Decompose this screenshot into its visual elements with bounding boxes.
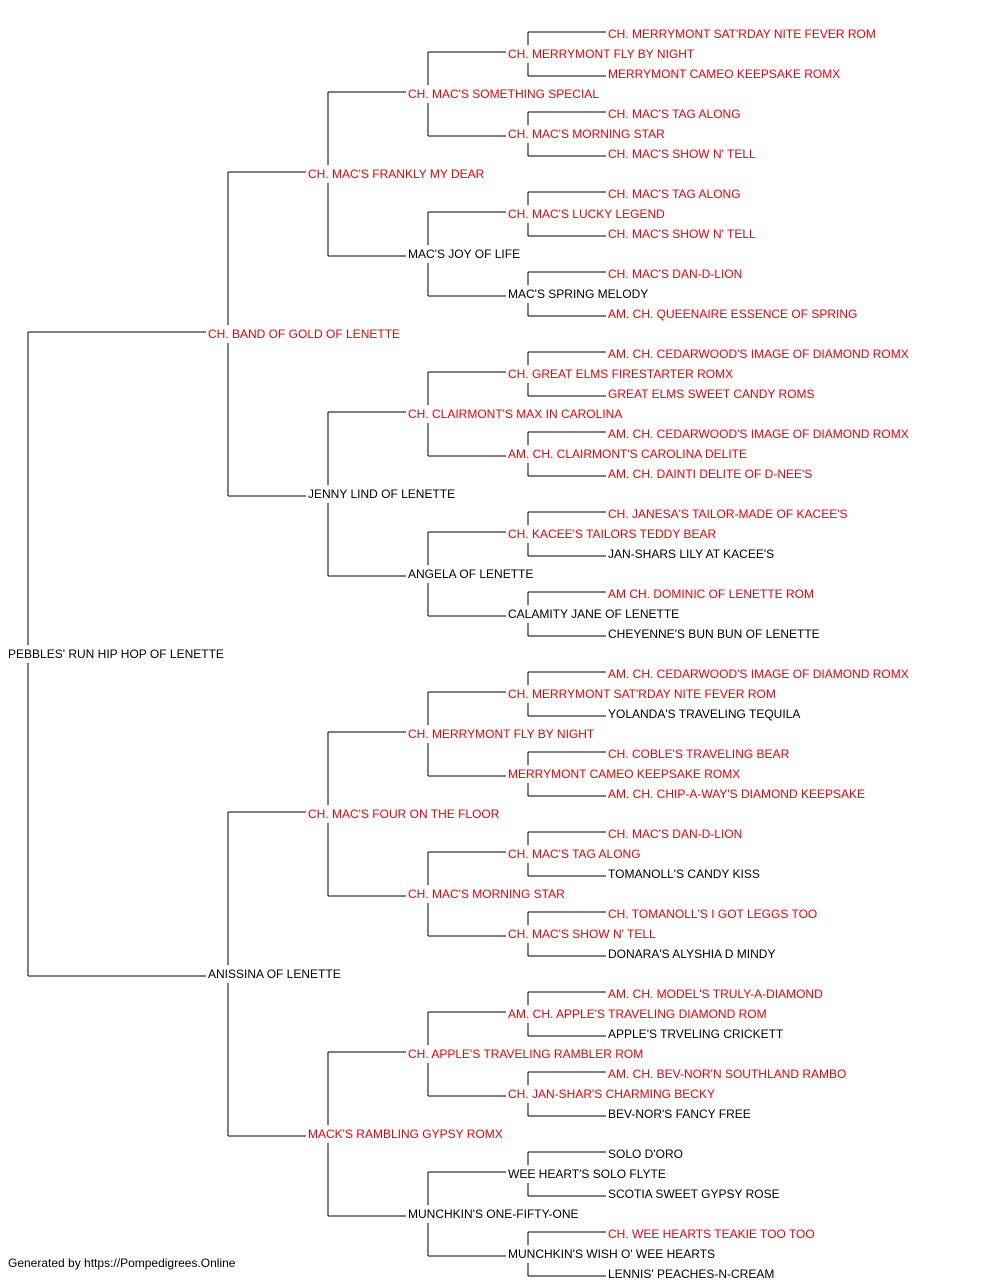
pedigree-entry[interactable]: CH. MAC'S FRANKLY MY DEAR [308,167,485,181]
pedigree-entry[interactable]: AM. CH. CLAIRMONT'S CAROLINA DELITE [508,447,747,461]
pedigree-entry[interactable]: CH. MERRYMONT FLY BY NIGHT [508,47,695,61]
pedigree-entry[interactable]: SOLO D'ORO [608,1147,683,1161]
pedigree-entry[interactable]: JENNY LIND OF LENETTE [308,487,455,501]
pedigree-entry[interactable]: APPLE'S TRVELING CRICKETT [608,1027,784,1041]
pedigree-entry[interactable]: CH. BAND OF GOLD OF LENETTE [208,327,400,341]
pedigree-entry[interactable]: CH. WEE HEARTS TEAKIE TOO TOO [608,1227,815,1241]
pedigree-entry[interactable]: AM. CH. QUEENAIRE ESSENCE OF SPRING [608,307,857,321]
pedigree-entry[interactable]: CH. JAN-SHAR'S CHARMING BECKY [508,1087,715,1101]
pedigree-entry[interactable]: AM. CH. CEDARWOOD'S IMAGE OF DIAMOND ROM… [608,347,909,361]
pedigree-entry[interactable]: YOLANDA'S TRAVELING TEQUILA [608,707,800,721]
pedigree-entry[interactable]: MERRYMONT CAMEO KEEPSAKE ROMX [508,767,740,781]
pedigree-entry[interactable]: MAC'S SPRING MELODY [508,287,648,301]
pedigree-entry[interactable]: MERRYMONT CAMEO KEEPSAKE ROMX [608,67,840,81]
pedigree-entry[interactable]: MAC'S JOY OF LIFE [408,247,520,261]
pedigree-entry[interactable]: AM. CH. APPLE'S TRAVELING DIAMOND ROM [508,1007,767,1021]
footer-credit: Generated by https://Pompedigrees.Online [8,1256,236,1270]
pedigree-entry[interactable]: MUNCHKIN'S ONE-FIFTY-ONE [408,1207,579,1221]
pedigree-entry[interactable]: CH. CLAIRMONT'S MAX IN CAROLINA [408,407,622,421]
pedigree-entry[interactable]: CH. MAC'S SHOW N' TELL [608,227,756,241]
pedigree-entry[interactable]: AM. CH. MODEL'S TRULY-A-DIAMOND [608,987,823,1001]
pedigree-entry[interactable]: AM. CH. CEDARWOOD'S IMAGE OF DIAMOND ROM… [608,427,909,441]
pedigree-entry[interactable]: CH. MAC'S TAG ALONG [508,847,641,861]
pedigree-entry[interactable]: ANGELA OF LENETTE [408,567,533,581]
pedigree-entry[interactable]: CH. MAC'S DAN-D-LION [608,267,742,281]
pedigree-entry[interactable]: CH. JANESA'S TAILOR-MADE OF KACEE'S [608,507,848,521]
pedigree-entry[interactable]: PEBBLES' RUN HIP HOP OF LENETTE [8,647,224,661]
pedigree-entry[interactable]: AM CH. DOMINIC OF LENETTE ROM [608,587,814,601]
pedigree-entry[interactable]: JAN-SHARS LILY AT KACEE'S [608,547,774,561]
pedigree-entry[interactable]: CH. MAC'S TAG ALONG [608,107,741,121]
pedigree-entry[interactable]: CH. MERRYMONT SAT'RDAY NITE FEVER ROM [508,687,776,701]
pedigree-entry[interactable]: CH. MAC'S SHOW N' TELL [608,147,756,161]
pedigree-entry[interactable]: CH. KACEE'S TAILORS TEDDY BEAR [508,527,716,541]
pedigree-entry[interactable]: CH. MAC'S FOUR ON THE FLOOR [308,807,500,821]
pedigree-entry[interactable]: MUNCHKIN'S WISH O' WEE HEARTS [508,1247,715,1261]
pedigree-entry[interactable]: TOMANOLL'S CANDY KISS [608,867,760,881]
pedigree-entry[interactable]: WEE HEART'S SOLO FLYTE [508,1167,666,1181]
pedigree-entry[interactable]: CALAMITY JANE OF LENETTE [508,607,679,621]
pedigree-entry[interactable]: CH. MAC'S SOMETHING SPECIAL [408,87,599,101]
pedigree-entry[interactable]: ANISSINA OF LENETTE [208,967,341,981]
pedigree-entry[interactable]: CH. MAC'S MORNING STAR [508,127,665,141]
pedigree-entry[interactable]: MACK'S RAMBLING GYPSY ROMX [308,1127,503,1141]
pedigree-entry[interactable]: GREAT ELMS SWEET CANDY ROMS [608,387,814,401]
pedigree-entry[interactable]: CH. MAC'S DAN-D-LION [608,827,742,841]
pedigree-entry[interactable]: CH. MERRYMONT SAT'RDAY NITE FEVER ROM [608,27,876,41]
pedigree-entry[interactable]: AM. CH. DAINTI DELITE OF D-NEE'S [608,467,812,481]
pedigree-entry[interactable]: AM. CH. BEV-NOR'N SOUTHLAND RAMBO [608,1067,846,1081]
pedigree-entry[interactable]: CH. MERRYMONT FLY BY NIGHT [408,727,595,741]
pedigree-entry[interactable]: CHEYENNE'S BUN BUN OF LENETTE [608,627,820,641]
pedigree-entry[interactable]: CH. TOMANOLL'S I GOT LEGGS TOO [608,907,817,921]
pedigree-entry[interactable]: CH. GREAT ELMS FIRESTARTER ROMX [508,367,733,381]
pedigree-entry[interactable]: CH. MAC'S TAG ALONG [608,187,741,201]
pedigree-entry[interactable]: SCOTIA SWEET GYPSY ROSE [608,1187,780,1201]
pedigree-entry[interactable]: CH. APPLE'S TRAVELING RAMBLER ROM [408,1047,643,1061]
pedigree-entry[interactable]: AM. CH. CEDARWOOD'S IMAGE OF DIAMOND ROM… [608,667,909,681]
pedigree-entry[interactable]: CH. MAC'S MORNING STAR [408,887,565,901]
pedigree-entry[interactable]: CH. MAC'S LUCKY LEGEND [508,207,665,221]
pedigree-entry[interactable]: AM. CH. CHIP-A-WAY'S DIAMOND KEEPSAKE [608,787,865,801]
pedigree-entry[interactable]: DONARA'S ALYSHIA D MINDY [608,947,775,961]
pedigree-entry[interactable]: CH. COBLE'S TRAVELING BEAR [608,747,790,761]
pedigree-entry[interactable]: CH. MAC'S SHOW N' TELL [508,927,656,941]
pedigree-entry[interactable]: BEV-NOR'S FANCY FREE [608,1107,751,1121]
pedigree-entry[interactable]: LENNIS' PEACHES-N-CREAM [608,1267,774,1280]
